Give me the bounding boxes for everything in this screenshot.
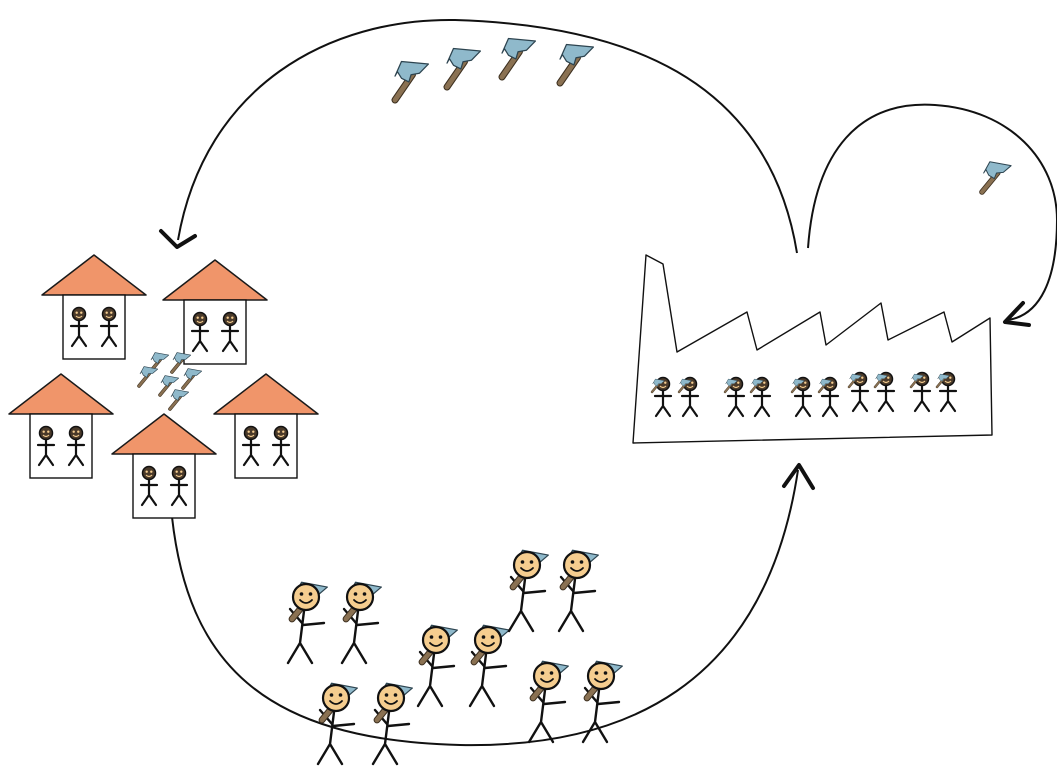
- hammer-icon: [392, 59, 432, 100]
- flow-arrow-factory-to-homes: [159, 18, 798, 254]
- homes-group: [9, 255, 318, 518]
- worker-icon: [373, 683, 412, 764]
- hammer-icon: [557, 42, 597, 83]
- hammer-icon: [444, 46, 484, 87]
- worker-icon: [583, 661, 622, 742]
- house-icon: [163, 260, 267, 364]
- flow-arrow-homes-to-factory: [171, 463, 815, 747]
- house-icon: [42, 255, 146, 359]
- worker-icon: [559, 550, 598, 631]
- house-icon: [112, 414, 216, 518]
- house-icon: [214, 374, 318, 478]
- workers-with-hammers: [288, 550, 622, 764]
- worker-icon: [342, 582, 381, 663]
- worker-icon: [418, 625, 457, 706]
- worker-icon: [470, 625, 509, 706]
- hammer-icon: [499, 36, 539, 77]
- house-icon: [9, 374, 113, 478]
- worker-icon: [288, 582, 327, 663]
- hammer-icon: [982, 162, 1011, 192]
- worker-icon: [529, 661, 568, 742]
- worker-icon: [509, 550, 548, 631]
- hammers-to-homes: [392, 36, 597, 100]
- factory-icon: [632, 254, 993, 444]
- flow-arrow-factory-loop: [807, 103, 1057, 327]
